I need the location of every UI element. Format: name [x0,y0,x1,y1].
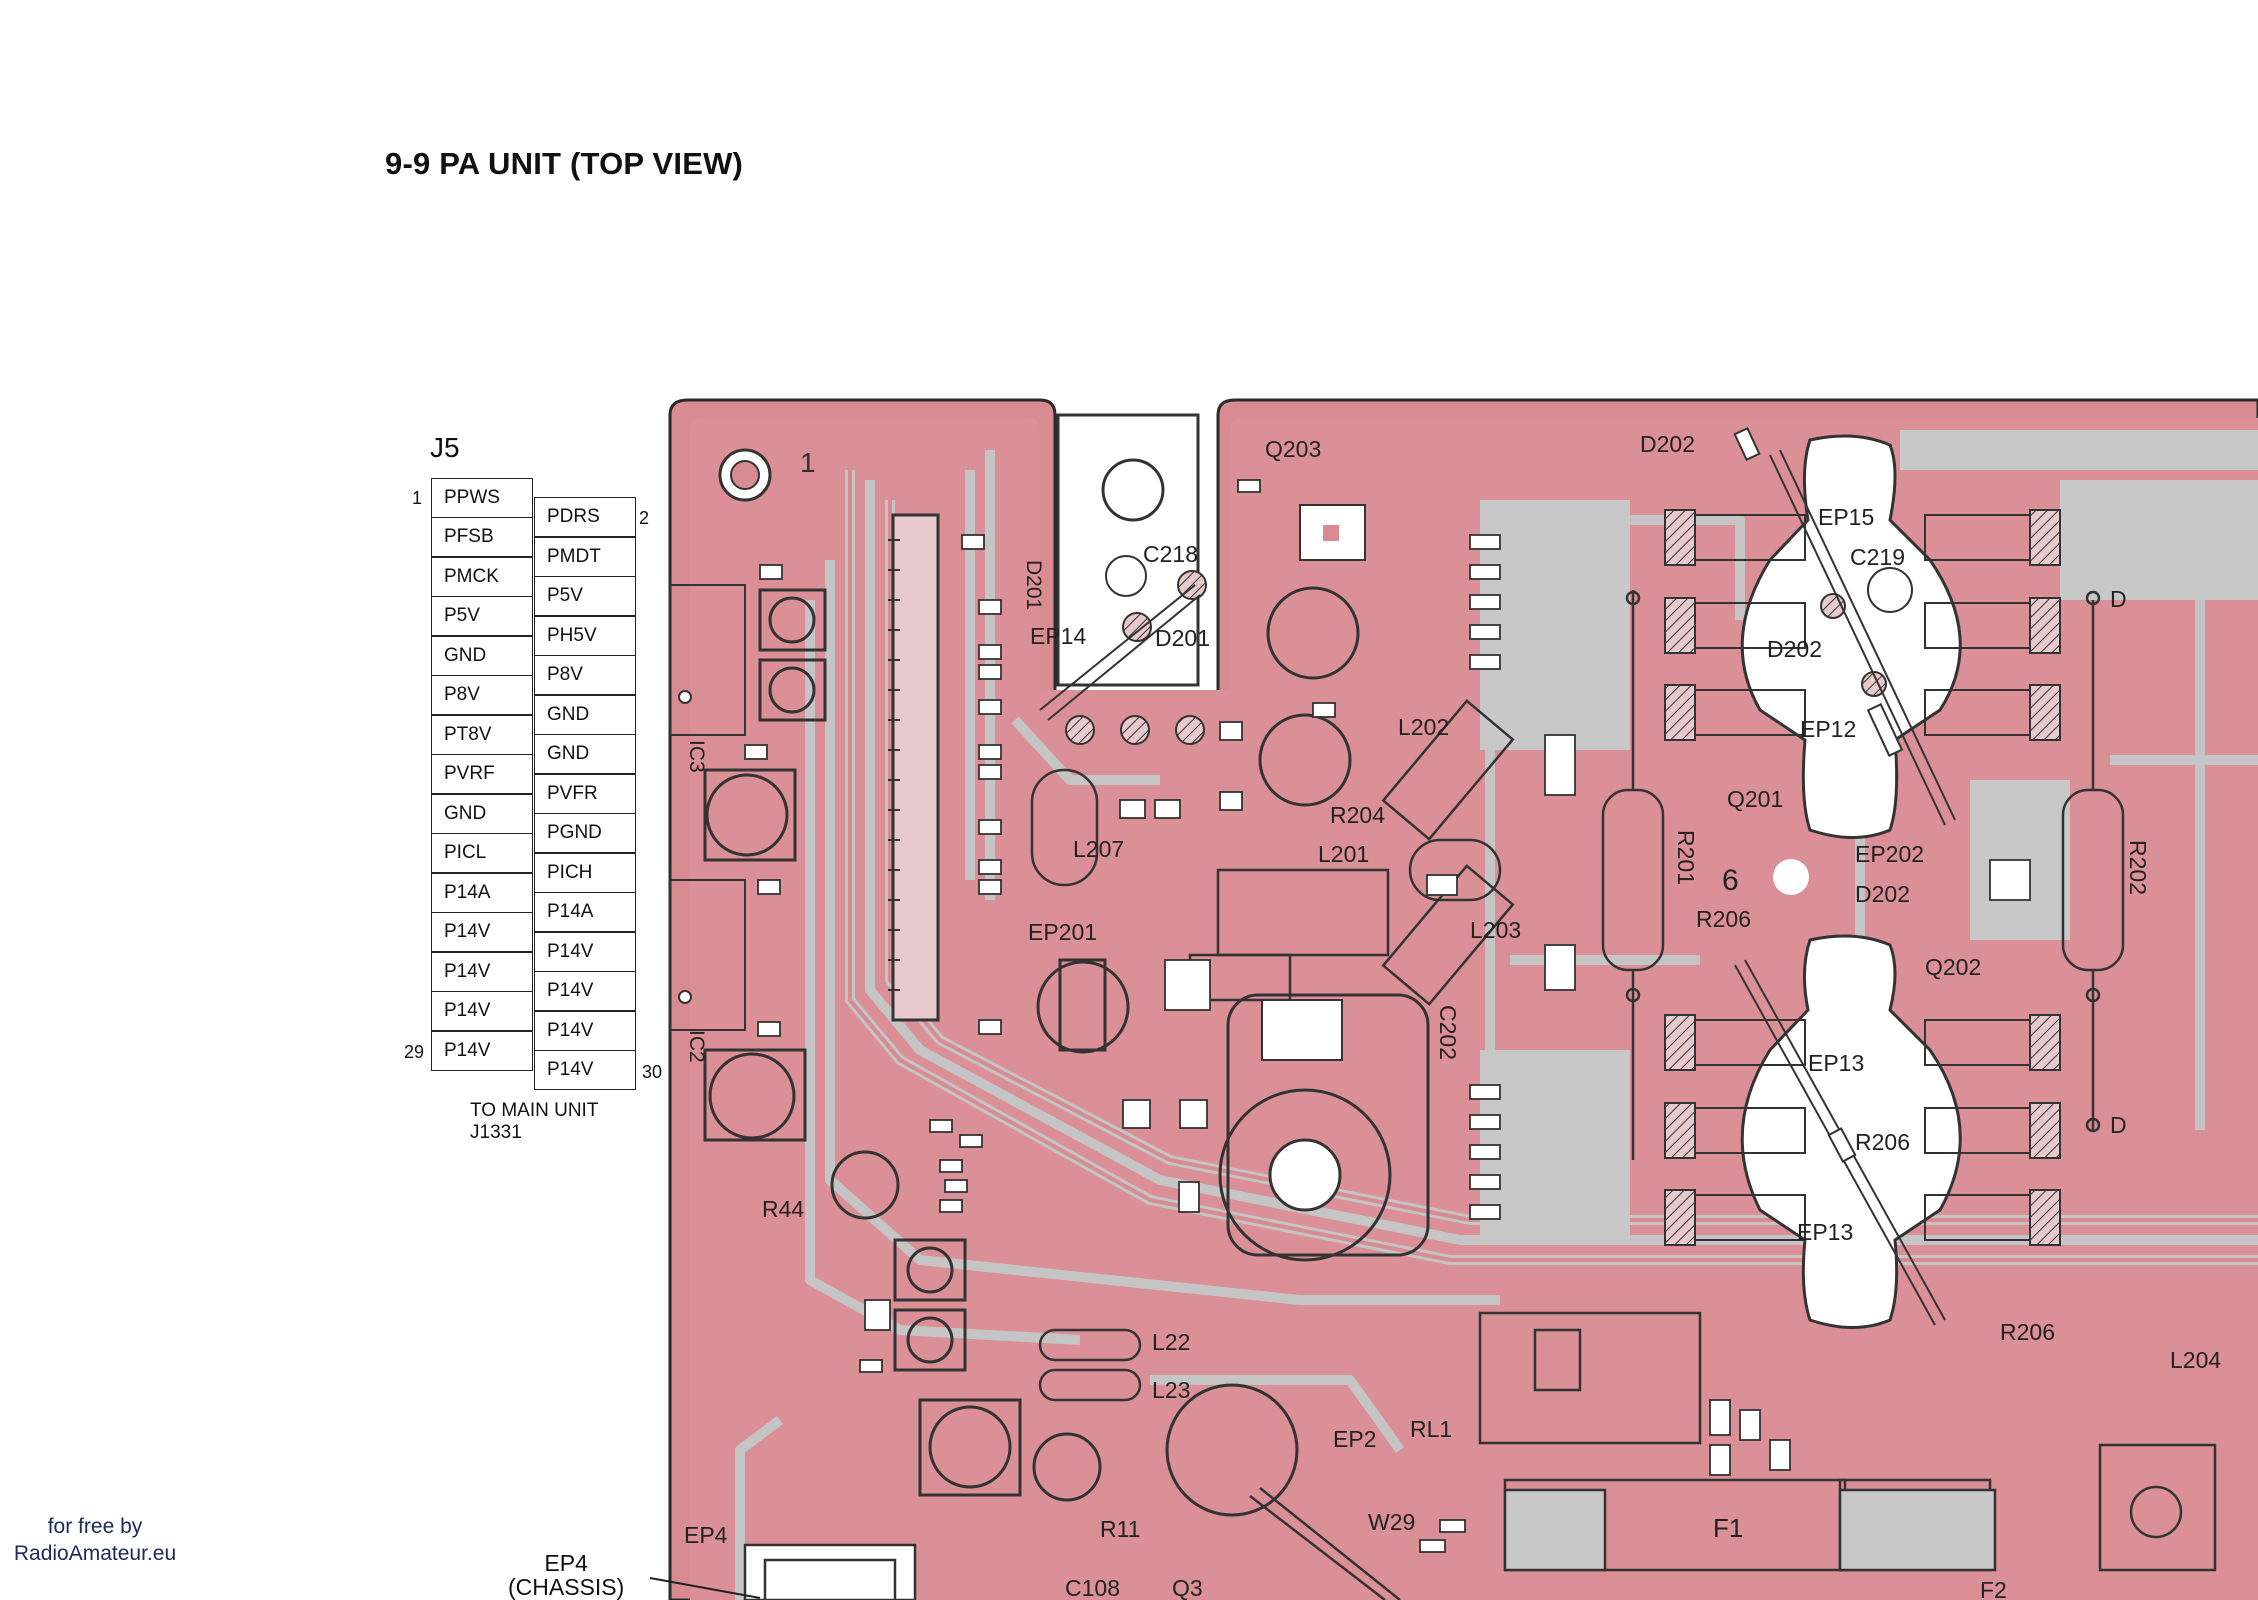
capacitors [703,586,1360,1517]
page-title: 9-9 PA UNIT (TOP VIEW) [385,146,744,181]
connector-socket [888,513,940,1022]
connector-destination: TO MAIN UNIT J1331 [470,1100,598,1144]
label-l23: L23 [1152,1377,1190,1403]
label-ep13-a: EP13 [1808,1050,1864,1076]
connector-label: J5 [430,432,460,463]
label-ep14: EP14 [1030,623,1086,649]
connector-pin: PMDT [534,537,636,577]
connector-pin: P14V [431,912,533,952]
copper-blocks [1480,430,2258,1240]
label-ep2: EP2 [1333,1426,1376,1452]
pin-number-30: 30 [642,1062,663,1082]
label-l207: L207 [1073,836,1124,862]
connector-pin: P14V [431,1031,533,1071]
connector-pin: P8V [534,655,636,695]
q203-package [1039,413,1207,745]
connector-pin: GND [431,794,533,834]
label-ep15: EP15 [1818,504,1874,530]
connector-pin: P14V [431,991,533,1031]
watermark: for free by RadioAmateur.eu [0,1513,190,1567]
pin-number-1: 1 [412,488,423,508]
label-ep12: EP12 [1800,716,1856,742]
label-l22: L22 [1152,1329,1190,1355]
corner-label: 1 [800,447,816,478]
ep4-callout-title: EP4 [544,1550,588,1576]
destination-ref: J1331 [470,1122,522,1143]
destination-label: TO MAIN UNIT [470,1100,599,1121]
label-c218: C218 [1143,541,1198,567]
label-q203: Q203 [1265,436,1321,462]
label-r202: R202 [2125,840,2151,895]
label-l202: L202 [1398,714,1449,740]
label-q202: Q202 [1925,954,1981,980]
label-r201: R201 [1673,830,1699,885]
coil [1218,993,1430,1262]
label-six: 6 [1722,864,1739,897]
label-c108: C108 [1065,1575,1120,1600]
label-f2: F2 [1980,1577,2007,1600]
label-d201-vertical: D201 [1022,560,1045,610]
label-ep4: EP4 [684,1522,728,1548]
pin-number-29: 29 [404,1042,425,1062]
label-f1: F1 [1713,1513,1743,1543]
connector-pin: PVRF [431,754,533,794]
label-rl1: RL1 [1410,1416,1452,1442]
watermark-line2: RadioAmateur.eu [13,1542,177,1565]
label-ic2: IC2 [685,1030,708,1063]
label-d202-low: D202 [1855,881,1910,907]
label-r206-a: R206 [1696,906,1751,932]
connector-pin: PGND [534,813,636,853]
pin-number-2: 2 [639,508,650,528]
label-d-top: D [2110,586,2127,612]
pa-transistors [1733,427,1962,1329]
connector-pin: PDRS [534,497,636,537]
connector-pin: P14V [534,932,636,972]
connector-pin: P8V [431,675,533,715]
connector-pin: P5V [534,576,636,616]
connector-pin: PICL [431,833,533,873]
label-l203: L203 [1470,917,1521,943]
label-d202-top: D202 [1640,431,1695,457]
label-r206-c: R206 [2000,1319,2055,1345]
connector-pin: PT8V [431,715,533,755]
connector-pin: P14A [534,892,636,932]
connector-pin: P14V [431,952,533,992]
connector-pin: GND [534,734,636,774]
label-l204: L204 [2170,1347,2221,1373]
connector-pin: P5V [431,596,533,636]
label-r206-b: R206 [1855,1129,1910,1155]
label-l201: L201 [1318,841,1369,867]
label-ep201: EP201 [1028,919,1097,945]
label-r11: R11 [1100,1516,1141,1542]
ep4-callout-line [649,1577,761,1599]
label-d201: D201 [1155,625,1210,651]
label-d-low: D [2110,1112,2127,1138]
ep4-callout-subtitle: (CHASSIS) [508,1574,625,1600]
connector-pin: P14V [534,971,636,1011]
label-c219: C219 [1850,544,1905,570]
label-q3: Q3 [1172,1575,1203,1600]
connector-pin: PMCK [431,557,533,597]
label-ep13-b: EP13 [1797,1219,1853,1245]
connector-pin: PH5V [534,616,636,656]
ep4-callout: EP4 (CHASSIS) [508,1551,624,1599]
watermark-line1: for free by [47,1515,143,1538]
label-c202: C202 [1435,1005,1461,1060]
label-w29: W29 [1368,1509,1415,1535]
label-d202-mid: D202 [1767,636,1822,662]
label-ep202: EP202 [1855,841,1924,867]
power-resistors [1601,590,2125,1160]
smd-parts [744,479,2031,1553]
connector-pin: P14A [431,873,533,913]
label-r204: R204 [1330,802,1385,828]
connector-pin: PICH [534,853,636,893]
connector-pin: P14V [534,1011,636,1051]
label-ic3: IC3 [685,740,708,773]
label-r44: R44 [762,1196,804,1222]
label-q201: Q201 [1727,786,1783,812]
connector-pin: PFSB [431,517,533,557]
mounting-hole [718,448,772,502]
connector-pin: P14V [534,1050,636,1090]
